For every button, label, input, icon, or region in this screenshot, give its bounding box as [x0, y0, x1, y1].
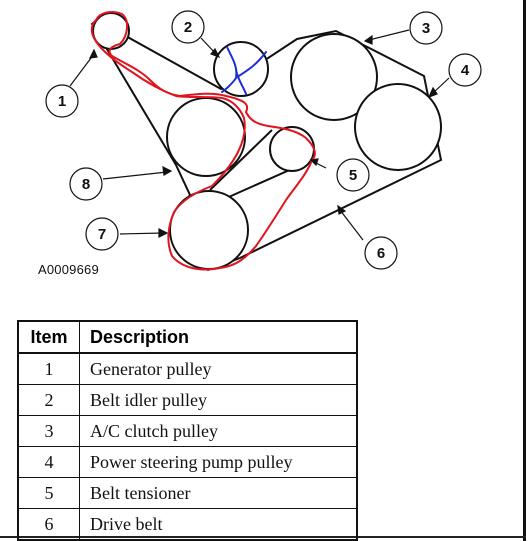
- callout-3: 3: [409, 11, 443, 45]
- callout-8-label: 8: [82, 176, 90, 193]
- blue-annotation: [221, 46, 267, 95]
- row-description: Belt idler pulley: [79, 384, 358, 416]
- callout-5-label: 5: [349, 167, 357, 184]
- legend-header-row: Item Description: [17, 320, 358, 354]
- row-description: Drive belt: [79, 508, 358, 541]
- table-row: 2 Belt idler pulley: [17, 384, 358, 416]
- figure-id: A0009669: [38, 262, 99, 277]
- callout-2-label: 2: [184, 19, 192, 36]
- ac-clutch-pulley: [290, 33, 378, 121]
- drive-belt: [90, 18, 443, 272]
- table-row: 5 Belt tensioner: [17, 477, 358, 509]
- callout-1-label: 1: [58, 93, 66, 110]
- callout-8: 8: [69, 167, 103, 201]
- callout-7: 7: [85, 217, 119, 251]
- callout-5: 5: [336, 158, 370, 192]
- callout-6-label: 6: [377, 245, 385, 262]
- row-description: Generator pulley: [79, 352, 358, 385]
- crankshaft-pulley-8: [166, 97, 246, 177]
- table-row: 4 Power steering pump pulley: [17, 446, 358, 478]
- callout-7-label: 7: [98, 226, 106, 243]
- table-row: 6 Drive belt: [17, 508, 358, 541]
- belt-routing-diagram: 1 2 3 4 5 6 7 8: [45, 10, 482, 272]
- row-item: 3: [17, 415, 80, 447]
- power-steering-pump-pulley: [354, 83, 442, 171]
- header-item: Item: [17, 320, 80, 354]
- callout-4-label: 4: [461, 62, 470, 79]
- table-row: 1 Generator pulley: [17, 352, 358, 385]
- red-annotation-belt-path: [90, 11, 316, 271]
- page-border-right: [523, 0, 526, 541]
- row-item: 2: [17, 384, 80, 416]
- row-description: Belt tensioner: [79, 477, 358, 509]
- callout-1: 1: [45, 84, 79, 118]
- belt-tensioner-pulley: [269, 126, 315, 172]
- row-item: 5: [17, 477, 80, 509]
- table-row: 3 A/C clutch pulley: [17, 415, 358, 447]
- leader-lines: [69, 29, 450, 241]
- callout-4: 4: [448, 53, 482, 87]
- callout-3-label: 3: [422, 20, 430, 37]
- belt-idler-pulley: [213, 41, 269, 97]
- row-description: A/C clutch pulley: [79, 415, 358, 447]
- callout-6: 6: [364, 236, 398, 270]
- header-description: Description: [79, 320, 358, 354]
- row-description: Power steering pump pulley: [79, 446, 358, 478]
- callout-2: 2: [171, 10, 205, 44]
- row-item: 4: [17, 446, 80, 478]
- legend-table: Item Description 1 Generator pulley 2 Be…: [17, 320, 358, 541]
- row-item: 6: [17, 508, 80, 541]
- row-item: 1: [17, 352, 80, 385]
